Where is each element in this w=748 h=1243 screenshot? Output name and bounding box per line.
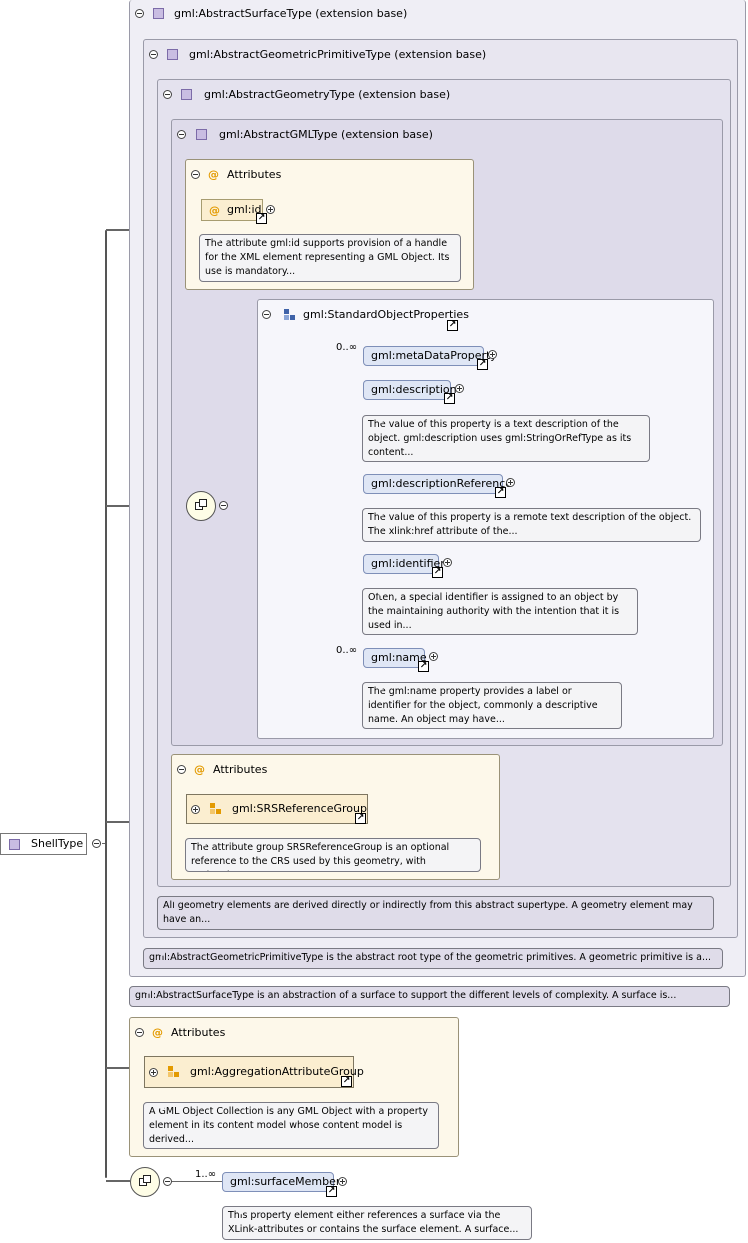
root-shelltype[interactable]: ShellType bbox=[0, 833, 87, 855]
type-icon bbox=[196, 129, 207, 140]
branch-surface-member bbox=[106, 1180, 130, 1182]
link-arrow-icon[interactable]: ↗ bbox=[355, 813, 366, 824]
link-arrow-icon[interactable]: ↗ bbox=[432, 567, 443, 578]
sequence-compositor-icon[interactable] bbox=[130, 1167, 160, 1197]
at-icon: @ bbox=[194, 763, 205, 776]
expand-button[interactable] bbox=[455, 384, 464, 393]
attributes-title: Attributes bbox=[213, 763, 268, 776]
aggregation-doc: A GML Object Collection is any GML Objec… bbox=[143, 1102, 439, 1149]
element-label: gml:identifier bbox=[371, 557, 445, 570]
collapse-button[interactable] bbox=[135, 9, 144, 18]
attribute-group-icon bbox=[168, 1066, 173, 1071]
link-arrow-icon[interactable]: ↗ bbox=[418, 661, 429, 672]
description-reference-doc: The value of this property is a remote t… bbox=[362, 508, 701, 542]
at-icon: @ bbox=[152, 1026, 163, 1039]
collapse-button[interactable] bbox=[191, 170, 200, 179]
at-icon: @ bbox=[208, 168, 219, 181]
branch-agg bbox=[106, 1067, 146, 1069]
attribute-gml-id[interactable]: @ gml:id bbox=[201, 199, 263, 221]
attribute-label: gml:id bbox=[227, 203, 262, 216]
attribute-group-icon bbox=[210, 803, 215, 808]
collapse-button[interactable] bbox=[177, 765, 186, 774]
expand-button[interactable] bbox=[443, 558, 452, 567]
extension-header: gml:AbstractGeometryType (extension base… bbox=[204, 88, 451, 101]
element-surface-member[interactable]: gml:surfaceMember bbox=[222, 1172, 340, 1192]
group-label: gml:SRSReferenceGroup bbox=[232, 802, 367, 815]
root-connector bbox=[102, 843, 106, 844]
link-arrow-icon[interactable]: ↗ bbox=[326, 1186, 337, 1197]
collapse-button[interactable] bbox=[262, 310, 271, 319]
expand-button[interactable] bbox=[266, 205, 275, 214]
root-label: ShellType bbox=[31, 837, 84, 850]
root-trunk-line bbox=[105, 230, 107, 1178]
element-label: gml:descriptionReference bbox=[371, 477, 513, 490]
extension-header: gml:AbstractSurfaceType (extension base) bbox=[174, 7, 408, 20]
group-icon bbox=[284, 309, 289, 314]
sequence-compositor-icon[interactable] bbox=[186, 491, 216, 521]
description-doc: The value of this property is a text des… bbox=[362, 415, 650, 462]
element-metadata-property[interactable]: gml:metaDataProperty bbox=[363, 346, 497, 366]
link-arrow-icon[interactable]: ↗ bbox=[447, 320, 458, 331]
link-arrow-icon[interactable]: ↗ bbox=[495, 487, 506, 498]
attribute-group-aggregation[interactable]: gml:AggregationAttributeGroup bbox=[144, 1056, 364, 1088]
attributes-title: Attributes bbox=[171, 1026, 226, 1039]
root-collapse-button[interactable] bbox=[92, 839, 101, 848]
at-icon: @ bbox=[209, 204, 220, 217]
link-arrow-icon[interactable]: ↗ bbox=[477, 359, 488, 370]
occurrence-label: 0..∞ bbox=[336, 645, 358, 656]
name-doc: The gml:name property provides a label o… bbox=[362, 682, 622, 729]
type-icon bbox=[9, 839, 20, 850]
identifier-doc: Often, a special identifier is assigned … bbox=[362, 588, 638, 635]
collapse-button[interactable] bbox=[163, 90, 172, 99]
occurrence-label: 0..∞ bbox=[336, 342, 358, 353]
element-name[interactable]: gml:name bbox=[363, 648, 427, 668]
surface-member-doc: This property element either references … bbox=[222, 1206, 532, 1240]
collapse-button[interactable] bbox=[219, 501, 228, 510]
element-label: gml:surfaceMember bbox=[230, 1175, 341, 1188]
surface-type-doc: gml:AbstractSurfaceType is an abstractio… bbox=[129, 986, 730, 1007]
element-label: gml:name bbox=[371, 651, 427, 664]
element-label: gml:description bbox=[371, 383, 457, 396]
element-description[interactable]: gml:description bbox=[363, 380, 457, 400]
expand-button[interactable] bbox=[191, 805, 200, 814]
surface-member-connector bbox=[172, 1181, 222, 1182]
extension-header: gml:AbstractGMLType (extension base) bbox=[219, 128, 433, 141]
element-label: gml:metaDataProperty bbox=[371, 349, 497, 362]
expand-button[interactable] bbox=[149, 1068, 158, 1077]
link-arrow-icon[interactable]: ↗ bbox=[444, 393, 455, 404]
expand-button[interactable] bbox=[429, 652, 438, 661]
type-icon bbox=[167, 49, 178, 60]
expand-button[interactable] bbox=[506, 478, 515, 487]
attributes-title: Attributes bbox=[227, 168, 282, 181]
collapse-button[interactable] bbox=[149, 50, 158, 59]
primitive-type-doc: gml:AbstractGeometricPrimitiveType is th… bbox=[143, 948, 723, 969]
collapse-button[interactable] bbox=[135, 1028, 144, 1037]
group-label: gml:AggregationAttributeGroup bbox=[190, 1065, 364, 1078]
srs-doc: The attribute group SRSReferenceGroup is… bbox=[185, 838, 481, 872]
group-title: gml:StandardObjectProperties bbox=[303, 308, 469, 321]
element-identifier[interactable]: gml:identifier bbox=[363, 554, 445, 574]
link-arrow-icon[interactable]: ↗ bbox=[341, 1076, 352, 1087]
link-arrow-icon[interactable]: ↗ bbox=[256, 213, 267, 224]
gml-id-doc: The attribute gml:id supports provision … bbox=[199, 234, 461, 282]
geometry-type-doc: All geometry elements are derived direct… bbox=[157, 896, 714, 930]
collapse-button[interactable] bbox=[177, 130, 186, 139]
occurrence-label: 1..∞ bbox=[195, 1169, 217, 1180]
attribute-group-srs-reference[interactable]: gml:SRSReferenceGroup bbox=[186, 794, 368, 824]
collapse-button[interactable] bbox=[163, 1177, 172, 1186]
type-icon bbox=[153, 8, 164, 19]
expand-button[interactable] bbox=[488, 350, 497, 359]
extension-header: gml:AbstractGeometricPrimitiveType (exte… bbox=[189, 48, 487, 61]
type-icon bbox=[181, 89, 192, 100]
expand-button[interactable] bbox=[338, 1177, 347, 1186]
element-description-reference[interactable]: gml:descriptionReference bbox=[363, 474, 512, 494]
